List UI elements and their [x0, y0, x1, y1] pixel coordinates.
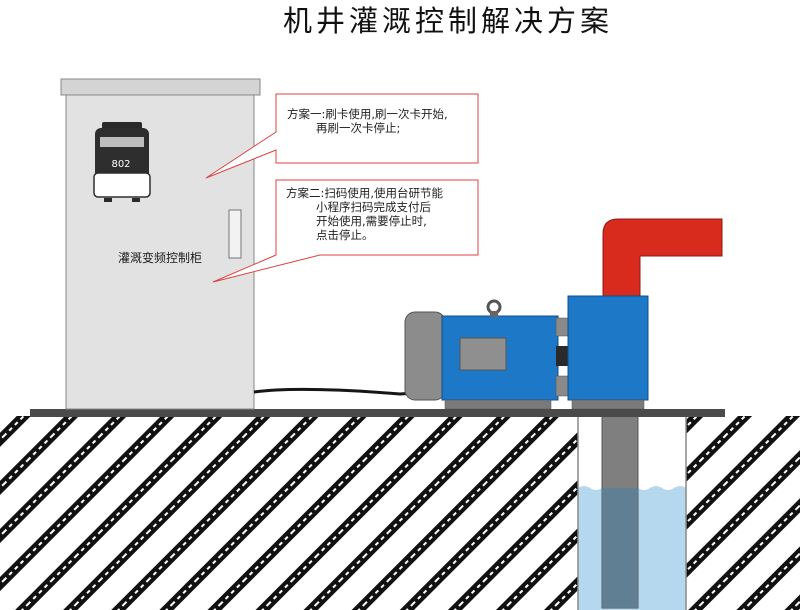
callout-plan-one-line-2: 再刷一次卡停止; [316, 121, 400, 135]
pump-foot [571, 399, 645, 410]
callout-plan-two-line-4: 点击停止。 [316, 228, 374, 242]
reader-display-value: 802 [111, 159, 130, 170]
control-cabinet: 灌溉变频控制柜 802 [60, 78, 261, 410]
motor-end-cap [404, 311, 446, 401]
card-reader: 802 [93, 122, 151, 202]
outlet-pipe [602, 218, 723, 298]
callout-plan-two-line-3: 开始使用,需要停止时, [316, 214, 427, 228]
cabinet-label: 灌溉变频控制柜 [118, 250, 202, 265]
page-title: 机井灌溉控制解决方案 [283, 4, 613, 38]
cabinet-handle [228, 209, 242, 259]
motor [404, 299, 559, 410]
callout-plan-two: 方案二:扫码使用,使用台研节能 小程序扫码完成支付后 开始使用,需要停止时, 点… [212, 179, 479, 283]
callout-plan-one-line-1: 方案一:刷卡使用,刷一次卡开始, [287, 107, 448, 121]
ground-right [686, 416, 800, 610]
pump [567, 295, 649, 410]
terminal-box [459, 337, 507, 371]
ground-left [0, 416, 578, 610]
base-plate [30, 409, 725, 417]
callout-plan-one: 方案一:刷卡使用,刷一次卡开始, 再刷一次卡停止; [205, 93, 479, 179]
pump-body [567, 295, 649, 401]
motor-foot [444, 399, 552, 410]
callout-plan-two-line-1: 方案二:扫码使用,使用台研节能 [286, 186, 444, 200]
well [577, 411, 687, 610]
coupling [555, 317, 571, 397]
callout-plan-two-line-2: 小程序扫码完成支付后 [316, 200, 431, 214]
reader-card-slot [100, 137, 144, 147]
